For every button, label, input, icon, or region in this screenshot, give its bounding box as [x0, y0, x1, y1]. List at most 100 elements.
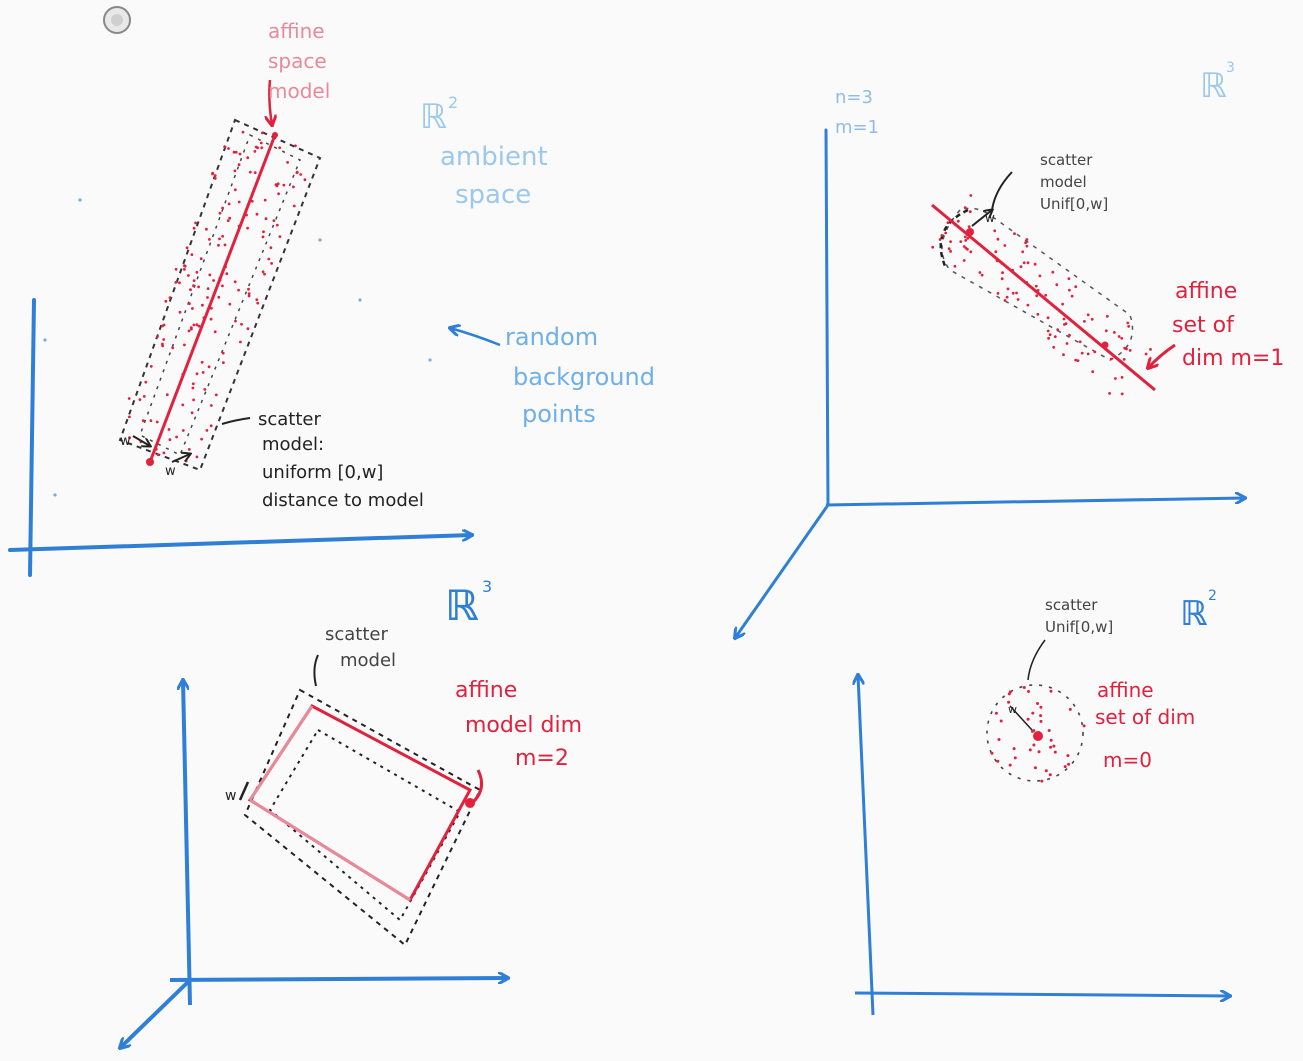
scatter-point — [1031, 711, 1035, 715]
scatter-point — [1127, 325, 1131, 328]
scatter-point — [997, 738, 1001, 741]
scatter-point — [963, 235, 967, 239]
scatter-point — [282, 183, 286, 187]
scatter-point — [248, 170, 252, 174]
scatter-point — [970, 228, 974, 232]
tl-scatter-box-inner — [139, 133, 301, 457]
scatter-point — [269, 246, 273, 250]
scatter-point — [278, 146, 282, 150]
tl-random-label-1: random — [505, 323, 598, 351]
tl-affine-label-3: model — [268, 79, 330, 103]
scatter-point — [247, 294, 251, 298]
scatter-point — [1001, 271, 1004, 275]
scatter-point — [209, 317, 213, 321]
scatter-point — [214, 393, 218, 397]
scatter-point — [237, 224, 241, 228]
scatter-point — [1068, 707, 1072, 711]
scatter-point — [938, 238, 942, 241]
scatter-point — [286, 161, 289, 164]
scatter-point — [168, 296, 172, 299]
scatter-point — [1080, 351, 1084, 355]
scatter-point — [237, 200, 241, 204]
scatter-point — [1024, 241, 1027, 245]
tl-w-label-1: w — [120, 434, 131, 449]
scatter-point — [1035, 294, 1039, 298]
scatter-point — [206, 296, 209, 299]
tl-w-label-2: w — [165, 464, 176, 479]
scatter-point — [1126, 321, 1130, 325]
scatter-point — [195, 323, 199, 327]
scatter-point — [162, 451, 166, 455]
tl-ambient-label-2: space — [455, 180, 531, 210]
scatter-point — [1076, 359, 1080, 362]
scatter-point — [201, 303, 204, 307]
scatter-point — [141, 419, 145, 423]
scatter-point — [227, 147, 230, 150]
br-scatter-points — [990, 686, 1086, 783]
scatter-point — [201, 371, 205, 374]
scatter-point — [1033, 262, 1037, 266]
scatter-point — [156, 453, 160, 457]
tr-m-label: m=1 — [835, 117, 879, 138]
scatter-point — [963, 206, 967, 210]
scatter-point — [234, 150, 238, 154]
scatter-point — [234, 319, 237, 323]
scatter-point — [969, 250, 973, 254]
scatter-point — [1128, 349, 1132, 352]
tr-y-axis — [735, 504, 830, 638]
scatter-point — [228, 216, 232, 220]
tr-scatter-cap-end — [939, 208, 969, 267]
scatter-point — [980, 273, 984, 277]
scatter-point — [197, 324, 201, 328]
br-y-axis — [858, 675, 875, 1016]
scatter-point — [954, 223, 957, 227]
background-point — [78, 198, 82, 202]
scatter-point — [240, 322, 243, 326]
scatter-point — [966, 233, 969, 237]
scatter-point — [239, 340, 242, 344]
background-point — [43, 338, 47, 342]
tl-scatter-label-3: uniform [0,w] — [262, 462, 383, 483]
scatter-point — [223, 145, 227, 149]
scatter-point — [1066, 754, 1070, 758]
scatter-point — [1122, 358, 1126, 361]
scatter-point — [161, 344, 165, 348]
scatter-point — [1064, 322, 1068, 325]
scatter-point — [212, 279, 216, 282]
tl-affine-arrow — [269, 79, 272, 125]
scatter-point — [168, 438, 172, 442]
scatter-point — [264, 217, 268, 221]
tl-background-points — [43, 198, 432, 497]
tr-affine-arrow — [1148, 343, 1176, 368]
scatter-point — [295, 170, 299, 174]
tr-affine-label-1: affine — [1175, 279, 1237, 304]
tr-w-arrow — [971, 210, 992, 227]
tr-w-label: w — [985, 211, 995, 225]
scatter-point — [1056, 328, 1060, 332]
scatter-point — [261, 131, 264, 135]
scatter-point — [1008, 763, 1012, 767]
scatter-point — [250, 199, 254, 203]
scatter-point — [232, 150, 236, 154]
scatter-point — [221, 284, 224, 288]
scatter-point — [964, 239, 968, 242]
scatter-point — [1000, 261, 1004, 265]
bl-affine-label-1: affine — [455, 678, 517, 703]
scatter-point — [247, 292, 251, 295]
bl-scatter-pointer — [313, 654, 319, 687]
scatter-point — [1027, 690, 1030, 693]
scatter-point — [1003, 244, 1007, 247]
scatter-point — [1039, 714, 1043, 718]
scatter-point — [223, 243, 227, 247]
scatter-point — [1052, 744, 1056, 748]
scatter-point — [195, 455, 199, 459]
scatter-point — [1003, 299, 1007, 302]
scatter-point — [174, 267, 178, 271]
scatter-point — [218, 276, 222, 280]
scatter-point — [946, 221, 950, 225]
scatter-point — [187, 329, 191, 333]
scatter-point — [1049, 738, 1053, 742]
scatter-point — [128, 436, 131, 440]
scatter-point — [144, 380, 148, 384]
background-point — [53, 493, 57, 497]
